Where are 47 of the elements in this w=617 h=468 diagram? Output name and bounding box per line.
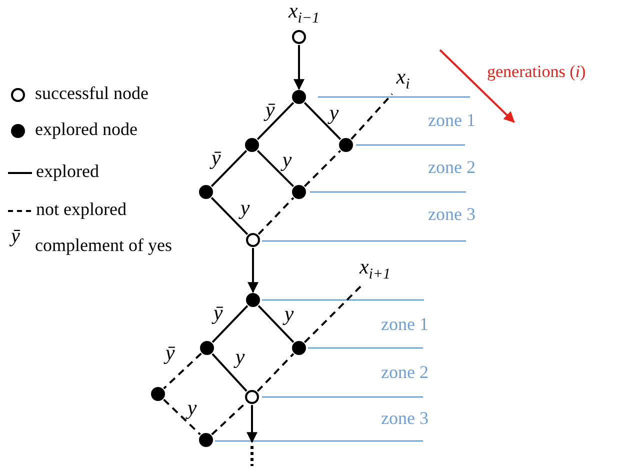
explored-node (292, 90, 306, 104)
explored-node (339, 138, 353, 152)
dashed-connector (211, 402, 247, 436)
successful-node (245, 390, 259, 404)
connector (256, 150, 294, 188)
explored-node (199, 433, 213, 447)
explored-node (200, 341, 214, 355)
zone-label: zone 2 (428, 158, 476, 176)
zone-label: zone 1 (428, 111, 476, 130)
zone-label: zone 3 (428, 205, 476, 224)
arrow (248, 248, 258, 294)
explored-node (245, 138, 259, 152)
variable-label: x$_{i+1}$ (359, 256, 391, 282)
zone-label: zone 1 (381, 315, 428, 334)
dashed-connector (163, 352, 202, 390)
connector (210, 150, 248, 187)
legend-symbol: ȳ (11, 226, 20, 246)
variable-label: x$_{i}$ (396, 66, 410, 92)
zone-label: zone 2 (381, 363, 428, 382)
variable-label: x$_{i−1}$ (288, 0, 320, 26)
dashed-connector (304, 150, 342, 188)
legend-text: successful node (35, 84, 148, 102)
connector (256, 102, 294, 140)
explored-node (246, 293, 260, 307)
legend-text: explored (36, 162, 99, 180)
explored-node (292, 341, 306, 355)
connector (212, 353, 248, 392)
explored-node (151, 387, 165, 401)
connector (212, 305, 248, 343)
connector (210, 197, 248, 235)
zone-label: zone 3 (381, 409, 428, 428)
dashed-connector (258, 197, 294, 235)
dashed-connector (304, 283, 364, 344)
dashed-connector (163, 398, 201, 436)
successful-node (246, 233, 260, 247)
legend-text: explored node (35, 120, 138, 138)
connector (304, 102, 342, 140)
explored-node (199, 185, 213, 199)
connector (258, 305, 294, 343)
axis-label: generations (i) (487, 62, 586, 80)
legend-text: complement of yes (35, 236, 172, 254)
explored-node (292, 185, 306, 199)
legend-text: not explored (36, 200, 126, 218)
arrow (246, 405, 258, 444)
dashed-connector (350, 93, 393, 140)
dashed-connector (256, 353, 294, 392)
arrow (294, 45, 304, 90)
